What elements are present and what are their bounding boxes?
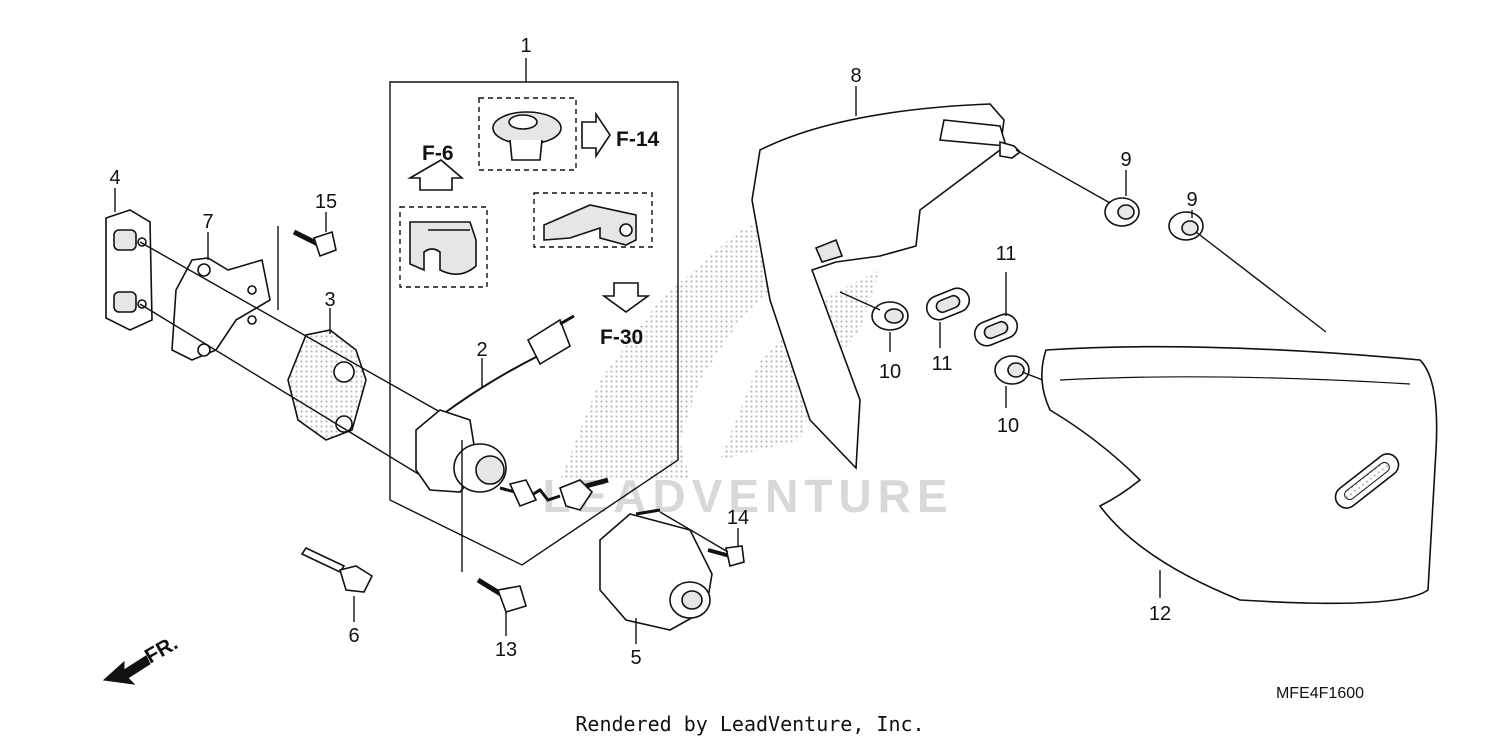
callout-7: 7 [202,211,213,233]
callout-13: 13 [495,639,517,661]
arrow-up-f6 [407,159,465,191]
part-4-mounting-plate [105,209,153,331]
ref-f14: F-14 [616,128,660,151]
sub-part-box-cap [399,206,488,288]
callout-2: 2 [476,339,487,361]
arrow-down-f30 [601,282,651,313]
callout-8: 8 [850,65,861,87]
callout-10a: 10 [879,361,901,383]
part-11-grommet-b [973,313,1019,347]
callout-11b: 11 [996,243,1017,265]
part-2-lock-switch [415,314,609,511]
callout-10b: 10 [997,415,1019,437]
callout-9b: 9 [1186,189,1197,211]
watermark-text: LEADVENTURE [542,470,953,522]
callout-5: 5 [630,647,641,669]
guide-line-upper [139,241,441,413]
sub-part-box-grommet [478,97,577,171]
part-15-bolt [292,229,337,258]
part-13-bolt [476,577,527,613]
grommet-subpart [492,111,562,161]
guide-line-14 [659,511,729,553]
part-9-grommet-b [1168,211,1204,241]
arrow-right-f14 [581,111,611,159]
part-10-grommet-a [871,301,909,331]
guide-line-8-9 [1015,149,1127,213]
part-8-inner-side-cover [751,103,1022,470]
shutter-subpart [543,204,637,246]
callout-1: 1 [520,35,531,57]
front-direction-arrow [102,655,151,685]
callout-11a: 11 [932,353,953,375]
guide-line-10a [839,291,881,311]
footer-credit: Rendered by LeadVenture, Inc. [575,712,925,736]
ref-f30: F-30 [600,326,643,349]
part-3-rubber-cushion [287,329,367,441]
callout-12: 12 [1149,603,1171,625]
guide-line-lower [139,303,426,479]
part-12-side-cover [1041,345,1438,605]
callout-6: 6 [348,625,359,647]
callout-15: 15 [315,191,337,213]
cap-subpart [409,221,477,275]
part-10-grommet-b [994,355,1030,385]
part-6-key-blank [300,546,374,593]
part-5-switch-cover [599,508,713,631]
assembly-1-outline [389,81,679,566]
part-14-screw [707,545,745,568]
diagram-code: MFE4F1600 [1276,685,1364,702]
callout-3: 3 [324,289,335,311]
guide-line-9-12 [1195,231,1327,333]
callout-9a: 9 [1120,149,1131,171]
callout-14: 14 [727,507,749,529]
sub-part-box-shutter [533,192,653,248]
part-11-grommet-a [925,287,971,321]
part-7-stay-plate [171,257,271,361]
ref-f6: F-6 [422,142,454,165]
part-9-grommet-a [1104,197,1140,227]
callout-4: 4 [109,167,120,189]
